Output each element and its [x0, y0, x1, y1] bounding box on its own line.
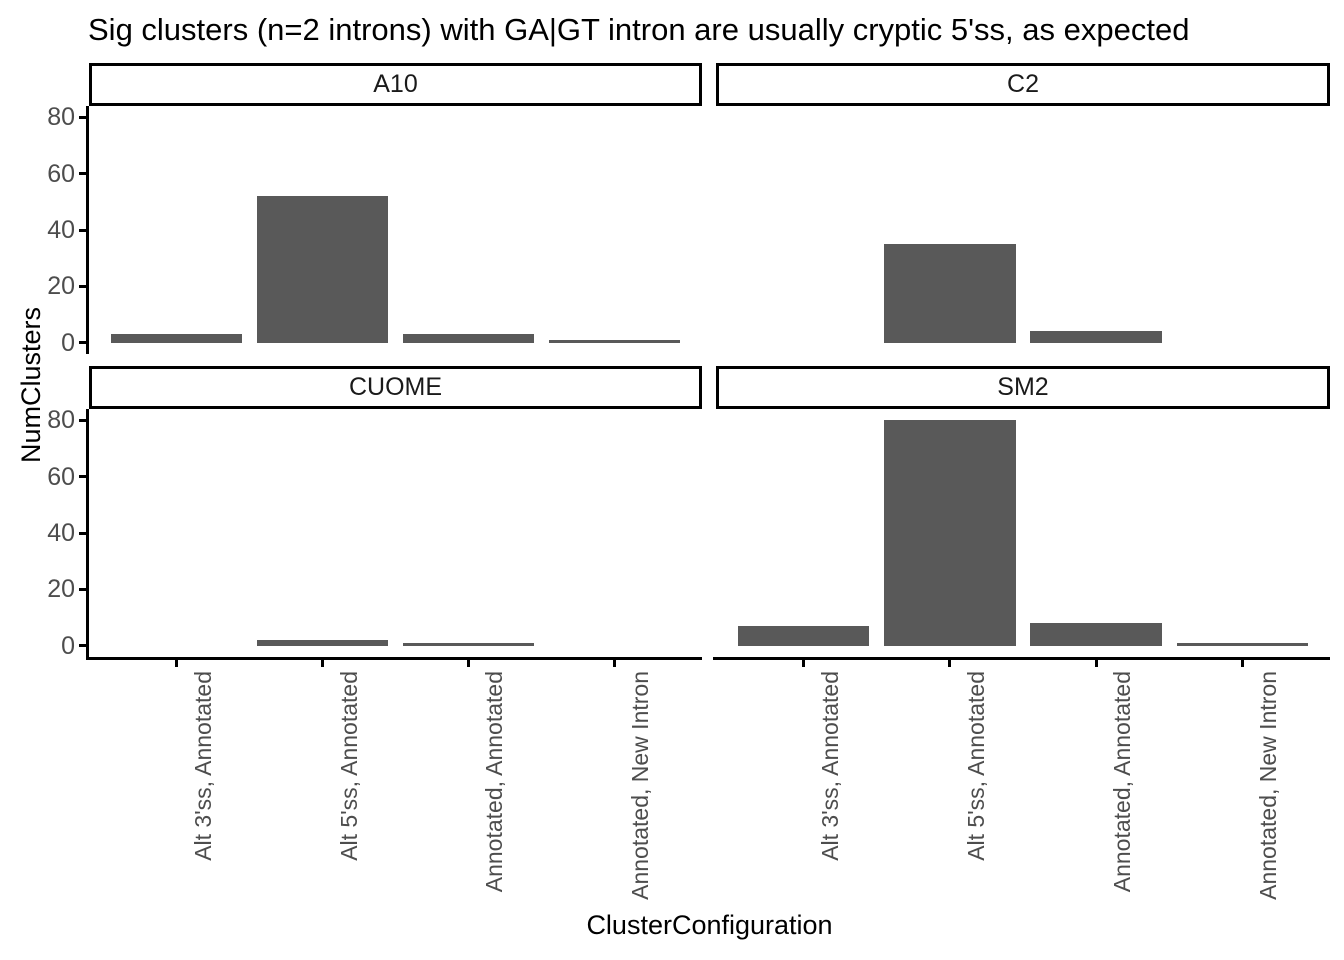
facet-strip: SM2 — [716, 366, 1330, 409]
y-tick-label: 80 — [47, 103, 75, 132]
y-tick — [79, 228, 86, 232]
x-tick — [612, 660, 616, 667]
y-tick-label: 0 — [61, 631, 75, 660]
x-axis-line — [86, 657, 702, 660]
bar — [737, 626, 870, 646]
facet-strip: A10 — [89, 63, 702, 106]
bar — [402, 642, 535, 646]
facet-label: SM2 — [997, 373, 1049, 401]
y-tick — [79, 418, 86, 422]
bar — [256, 196, 389, 343]
y-tick-label: 0 — [61, 328, 75, 357]
x-tick — [1240, 660, 1244, 667]
y-axis-line — [86, 409, 89, 657]
y-tick — [79, 341, 86, 345]
facet-label: C2 — [1007, 70, 1039, 98]
bar — [110, 334, 243, 343]
x-tick-label: Alt 3'ss, Annotated — [189, 671, 216, 861]
chart-title: Sig clusters (n=2 introns) with GA|GT in… — [88, 12, 1190, 47]
bar — [884, 244, 1016, 343]
bar — [884, 420, 1016, 646]
facet-label: CUOME — [348, 373, 443, 401]
bar — [402, 334, 535, 343]
y-tick-label: 20 — [47, 272, 75, 301]
facet-strip: CUOME — [89, 366, 702, 409]
panel — [89, 409, 702, 657]
x-tick — [466, 660, 470, 667]
x-tick-label: Annotated, Annotated — [1109, 671, 1136, 893]
x-tick — [802, 660, 806, 667]
y-tick-label: 40 — [47, 216, 75, 244]
facet-label: A10 — [373, 70, 418, 98]
bar — [548, 339, 681, 343]
x-tick — [1094, 660, 1098, 667]
y-tick — [79, 531, 86, 535]
facet-strip: C2 — [716, 63, 1330, 106]
x-tick-label: Alt 5'ss, Annotated — [335, 671, 362, 861]
y-tick — [79, 172, 86, 176]
y-tick — [79, 115, 86, 119]
bar — [1030, 623, 1162, 646]
panel — [89, 106, 702, 354]
y-tick-label: 60 — [47, 462, 75, 491]
y-tick — [79, 475, 86, 479]
x-tick-label: Alt 5'ss, Annotated — [962, 671, 989, 861]
y-tick-label: 20 — [47, 575, 75, 604]
x-axis-title: ClusterConfiguration — [586, 910, 833, 940]
bar — [256, 640, 389, 646]
panel — [716, 106, 1330, 354]
x-tick — [175, 660, 179, 667]
x-tick — [948, 660, 952, 667]
y-tick-label: 60 — [47, 159, 75, 188]
y-tick — [79, 587, 86, 591]
y-tick-label: 40 — [47, 519, 75, 547]
panel — [716, 409, 1330, 657]
y-axis-line — [86, 106, 89, 354]
x-axis-line — [713, 657, 1330, 660]
y-tick-label: 80 — [47, 406, 75, 435]
x-tick-label: Annotated, Annotated — [481, 671, 508, 893]
x-tick-label: Annotated, New Intron — [627, 671, 654, 900]
bar — [1176, 642, 1309, 646]
y-tick — [79, 644, 86, 648]
x-tick-label: Alt 3'ss, Annotated — [816, 671, 843, 861]
bar — [1030, 331, 1162, 343]
x-tick-label: Annotated, New Intron — [1255, 671, 1282, 900]
y-tick — [79, 284, 86, 288]
x-tick — [321, 660, 325, 667]
